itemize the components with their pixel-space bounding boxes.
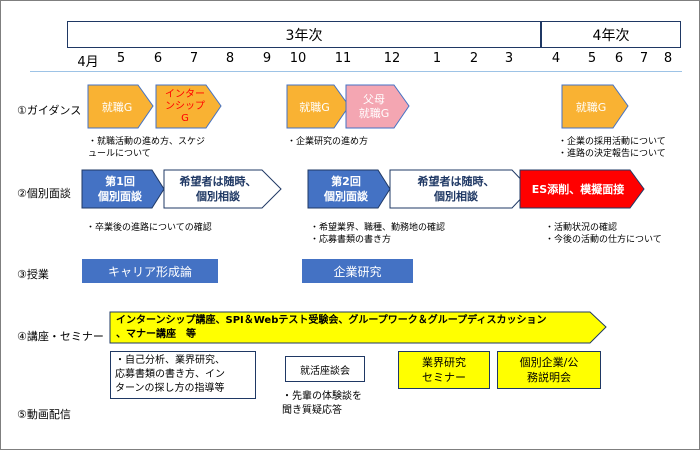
- month-label: 5: [116, 51, 126, 66]
- guidance-shushoku-shape-3: [561, 84, 629, 129]
- month-label: 10: [289, 51, 307, 66]
- class-kigyou-box: 企業研究: [302, 259, 413, 283]
- guidance-shushoku-label-1: 就職G: [101, 100, 133, 114]
- row-label-guidance: ①ガイダンス: [17, 104, 82, 117]
- class-career-box: キャリア形成論: [82, 259, 218, 283]
- year-4-label: 4年次: [592, 27, 630, 44]
- month-label: 12: [383, 51, 401, 66]
- row-label-class: ③授業: [17, 268, 49, 281]
- year-3-label: 3年次: [285, 27, 323, 44]
- interview-note-1: ・卒業後の進路についての確認: [86, 223, 212, 233]
- seminar-kobetsu-box: 個別企業/公 務説明会: [497, 351, 601, 389]
- interview-es-shape: [519, 169, 645, 209]
- seminar-banner-shape: [109, 311, 607, 344]
- month-label: 11: [334, 51, 352, 66]
- interview-note-2: ・希望業界、職種、勤務地の確認 ・応募書類の書き方: [310, 223, 446, 245]
- guidance-shushoku-label-2: 就職G: [299, 100, 330, 114]
- seminar-senpai-note: ・先輩の体験談を 聞き質疑応答: [282, 391, 362, 416]
- guidance-fubo-label: 父母 就職G: [358, 92, 390, 120]
- row-label-video: ⑤動画配信: [17, 408, 71, 421]
- interview-note-3: ・活動状況の確認 ・今後の活動の仕方について: [545, 223, 662, 245]
- interview-es-label: ES添削、模擬面接: [531, 183, 625, 196]
- month-label: 4月: [77, 55, 99, 70]
- month-label: 1: [432, 51, 442, 66]
- month-label: 5: [587, 51, 597, 66]
- header-divider: [30, 71, 682, 72]
- guidance-fubo-shape: [345, 84, 410, 129]
- guidance-shushoku-shape-2: [286, 84, 350, 129]
- month-label: 3: [504, 51, 514, 66]
- month-label: 7: [639, 51, 649, 66]
- guidance-intern-label: インター ンシップ G: [165, 88, 205, 124]
- row-label-interview: ②個別面談: [17, 187, 71, 200]
- seminar-banner-label: インターンシップ講座、SPI＆Webテスト受験会、グループワーク＆グループディス…: [116, 315, 547, 340]
- seminar-gyoukai-box: 業界研究 セミナー: [398, 351, 490, 389]
- interview-kibou-label-1: 希望者は随時、 個別相談: [179, 175, 257, 203]
- guidance-note-1: ・就職活動の進め方、スケジ ュールについて: [88, 137, 206, 159]
- month-label: 4: [551, 51, 561, 66]
- seminar-zadankai-box: 就活座談会: [285, 356, 365, 382]
- row-label-seminar: ④講座・セミナー: [17, 330, 104, 343]
- year-3-header: 3年次: [67, 21, 541, 48]
- seminar-jiko-label: ・自己分析、業界研究、 応募書類の書き方、イン ターンの探し方の指導等: [115, 355, 225, 394]
- guidance-intern-shape: [155, 84, 222, 129]
- interview-first-shape: [81, 169, 165, 209]
- interview-first-label: 第1回 個別面談: [98, 175, 142, 203]
- guidance-note-3: ・企業の採用活動について ・進路の決定報告について: [558, 137, 666, 159]
- seminar-jiko-box: ・自己分析、業界研究、 応募書類の書き方、イン ターンの探し方の指導等: [110, 351, 256, 399]
- month-label: 2: [469, 51, 479, 66]
- month-label: 6: [153, 51, 163, 66]
- guidance-shushoku-shape-1: [87, 84, 154, 129]
- year-4-header: 4年次: [541, 21, 681, 48]
- guidance-shushoku-label-3: 就職G: [575, 100, 607, 114]
- month-label: 8: [225, 51, 235, 66]
- interview-kibou-shape-1: [163, 169, 282, 209]
- guidance-note-2: ・企業研究の進め方: [287, 137, 369, 147]
- month-label: 6: [614, 51, 624, 66]
- interview-kibou-label-2: 希望者は随時、 個別相談: [417, 175, 495, 203]
- interview-second-label: 第2回 個別面談: [324, 175, 368, 203]
- interview-second-shape: [307, 169, 391, 209]
- month-label: 7: [189, 51, 199, 66]
- month-label: 8: [663, 51, 673, 66]
- month-label: 9: [262, 51, 272, 66]
